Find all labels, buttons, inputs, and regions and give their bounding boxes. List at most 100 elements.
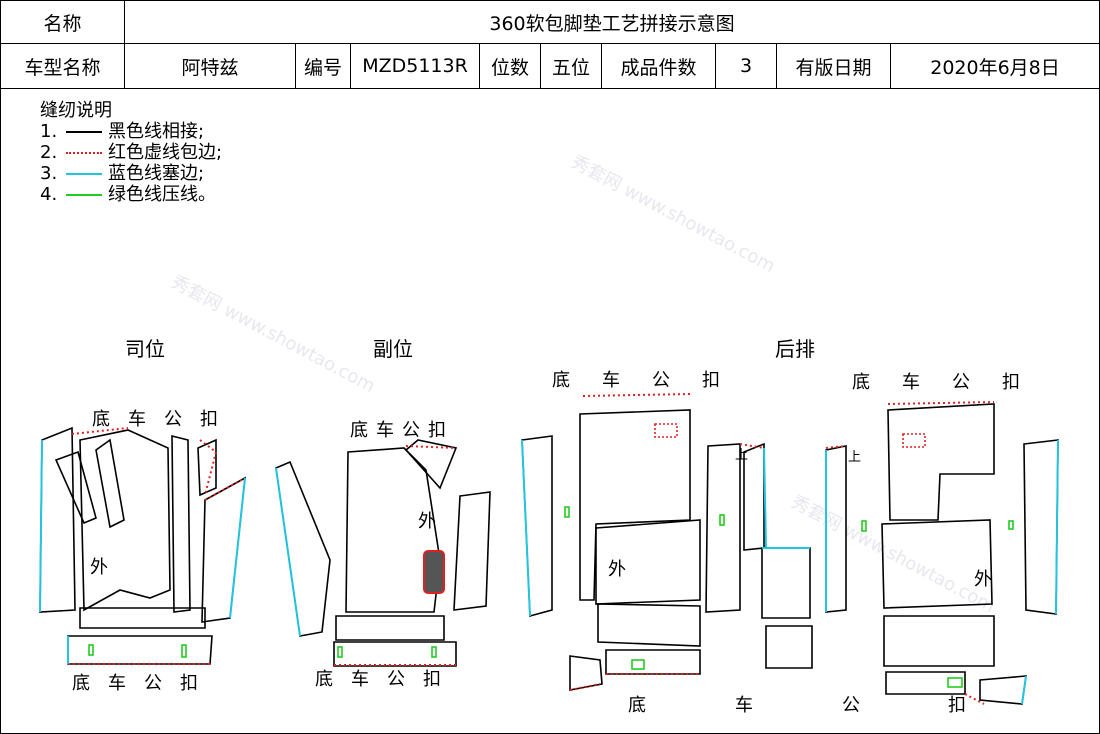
legend-item: 3. 蓝色线塞边; — [40, 163, 222, 184]
rear-mat-piece — [595, 519, 701, 605]
green-stitch-mark — [88, 644, 94, 656]
red-binding-edge — [582, 393, 691, 397]
red-patch — [902, 433, 926, 448]
driver-mat-piece — [79, 607, 206, 629]
chassis-buckle-label: 底车公扣 — [552, 370, 752, 391]
pieces-label: 成品件数 — [601, 43, 716, 89]
rear-mat-piece — [825, 445, 847, 613]
passenger-mat-piece — [453, 491, 491, 611]
bottom-label-di: 底 — [628, 695, 646, 716]
red-binding-edge — [887, 401, 995, 405]
section-passenger: 副位 — [373, 337, 413, 361]
date-label: 有版日期 — [776, 43, 891, 89]
green-stitch-mark — [181, 644, 187, 658]
driver-mat-piece — [95, 438, 125, 529]
red-patch — [423, 550, 445, 594]
rear-mat-piece — [597, 603, 701, 647]
rear-mat-piece — [883, 615, 995, 667]
blue-solid-line-swatch — [66, 172, 102, 175]
date-value: 2020年6月8日 — [890, 43, 1100, 89]
green-stitch-mark — [431, 646, 437, 658]
blue-tuck-edge — [763, 447, 767, 549]
legend-text: 红色虚线包边; — [108, 142, 223, 163]
red-binding-edge — [569, 683, 601, 691]
red-binding-edge — [739, 443, 765, 449]
blue-tuck-edge — [39, 439, 43, 613]
rear-mat-piece — [765, 625, 813, 669]
legend-num: 3. — [40, 163, 58, 184]
chassis-buckle-label: 底车公扣 — [350, 420, 454, 441]
legend-num: 2. — [40, 142, 58, 163]
legend-text: 黑色线相接; — [108, 121, 205, 142]
up-label: 上 — [848, 450, 862, 465]
legend-item: 2. 红色虚线包边; — [40, 142, 222, 163]
chassis-buckle-label: 底车公扣 — [852, 372, 1052, 393]
outer-label: 外 — [90, 557, 108, 578]
red-binding-edge — [71, 427, 129, 435]
blue-tuck-edge — [1021, 675, 1027, 705]
bottom-label-gong: 公 — [842, 695, 860, 716]
legend-text: 蓝色线塞边; — [108, 163, 205, 184]
pieces-value: 3 — [715, 43, 777, 89]
rear-mat-piece — [569, 655, 603, 691]
section-rear: 后排 — [775, 337, 815, 361]
code-value: MZD5113R — [350, 43, 480, 89]
red-patch — [654, 423, 678, 438]
driver-mat-piece — [201, 476, 246, 623]
red-dotted-line-swatch — [66, 151, 102, 154]
blue-tuck-edge — [521, 439, 531, 617]
code-label: 编号 — [295, 43, 351, 89]
rear-mat-piece — [979, 675, 1027, 705]
passenger-mat-piece — [333, 641, 457, 667]
green-stitch-mark — [1008, 520, 1014, 530]
diagram-title: 360软包脚垫工艺拼接示意图 — [124, 0, 1100, 44]
outer-label: 外 — [974, 569, 992, 590]
rear-mat-piece — [605, 649, 701, 675]
legend-num: 4. — [40, 184, 58, 205]
blue-tuck-edge — [1055, 439, 1059, 615]
driver-mat-piece — [197, 438, 217, 497]
rear-mat-piece — [579, 409, 691, 601]
section-driver: 司位 — [125, 337, 165, 361]
driver-mat-piece — [171, 434, 191, 613]
chassis-buckle-label: 底车公扣 — [315, 669, 459, 690]
chassis-buckle-label: 底车公扣 — [92, 409, 236, 430]
green-solid-line-swatch — [66, 193, 102, 196]
passenger-mat-piece — [335, 615, 445, 641]
rear-mat-piece — [885, 671, 966, 695]
rear-mat-piece — [881, 519, 993, 609]
legend-num: 1. — [40, 121, 58, 142]
bottom-label-kou: 扣 — [948, 695, 966, 716]
driver-mat-piece — [54, 450, 97, 525]
car-model-value: 阿特兹 — [124, 43, 296, 89]
green-stitch-mark — [631, 659, 645, 670]
chassis-buckle-label: 底车公扣 — [72, 673, 216, 694]
red-binding-edge — [964, 693, 985, 705]
sewing-legend: 缝纫说明 1. 黑色线相接; 2. 红色虚线包边; 3. 蓝色线塞边; 4. 绿… — [40, 100, 222, 205]
legend-item: 4. 绿色线压线。 — [40, 184, 222, 205]
red-binding-edge — [199, 439, 218, 496]
blue-tuck-edge — [229, 477, 246, 619]
passenger-mat-piece — [275, 460, 331, 637]
rear-mat-piece — [761, 547, 811, 619]
rear-mat-piece — [705, 443, 741, 613]
green-stitch-mark — [337, 646, 343, 658]
black-solid-line-swatch — [66, 130, 102, 133]
legend-title: 缝纫说明 — [40, 100, 112, 121]
green-stitch-mark — [861, 520, 867, 532]
red-binding-edge — [405, 445, 457, 449]
blue-tuck-edge — [275, 467, 301, 637]
outer-label: 外 — [418, 511, 436, 532]
rear-mat-piece — [1023, 439, 1059, 615]
outer-label: 外 — [608, 559, 626, 580]
title-block: 名称 360软包脚垫工艺拼接示意图 车型名称 阿特兹 编号 MZD5113R 位… — [0, 0, 1100, 89]
red-binding-edge — [825, 445, 847, 449]
seats-value: 五位 — [540, 43, 602, 89]
driver-mat-piece — [79, 429, 171, 612]
legend-text: 绿色线压线。 — [108, 184, 216, 205]
rear-mat-piece — [887, 403, 995, 521]
legend-item: 1. 黑色线相接; — [40, 121, 222, 142]
rear-mat-piece — [743, 442, 765, 551]
green-stitch-mark — [719, 514, 725, 526]
